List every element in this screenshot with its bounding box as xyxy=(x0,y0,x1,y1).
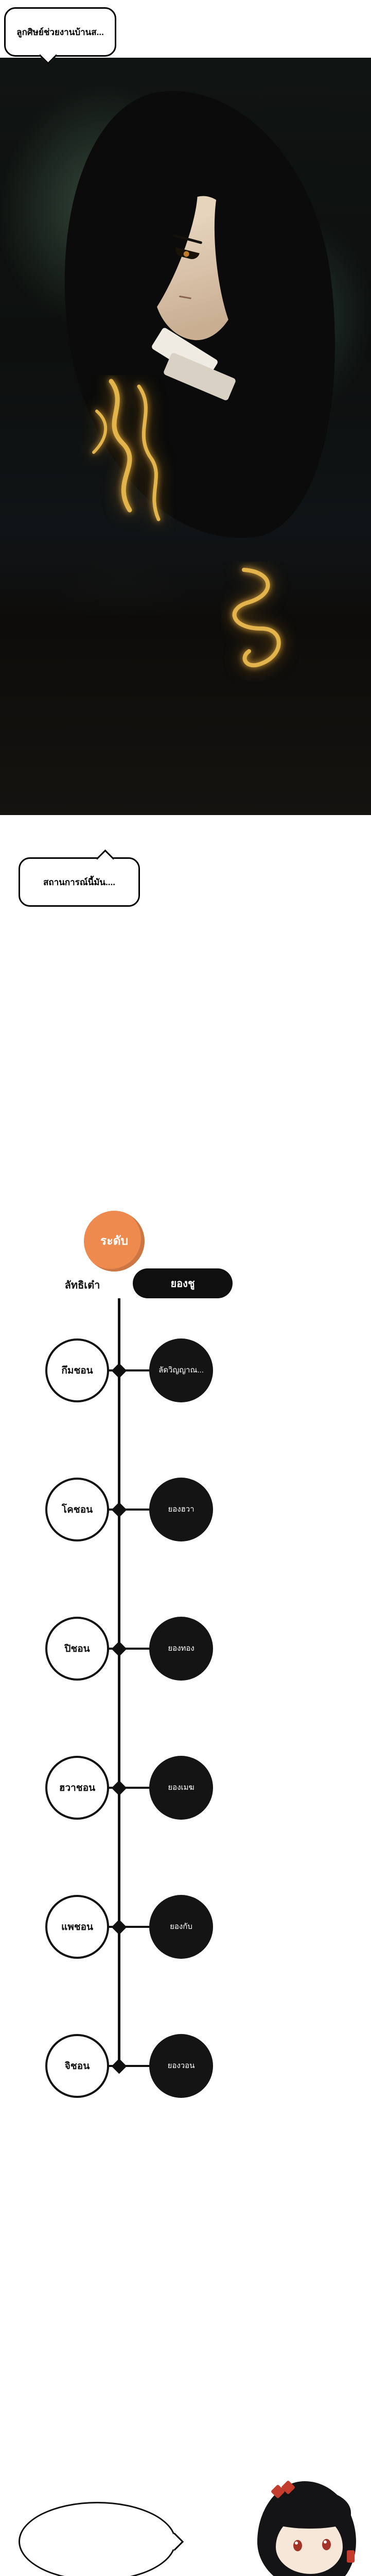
speech-bubble-top-text: ลูกศิษย์ช่วยงานบ้านส... xyxy=(16,27,104,37)
rank-circle-left: จิชอน xyxy=(45,2034,109,2098)
speech-bubble-situation: สถานการณ์นี้มัน.... xyxy=(19,849,140,907)
chibi-eye xyxy=(293,2540,302,2551)
chibi-eye xyxy=(322,2539,331,2550)
diagram-node xyxy=(111,2058,127,2074)
diagram-connector xyxy=(102,2065,157,2067)
diagram-spine-line xyxy=(118,1298,120,2072)
calligraphy-rune-right-icon xyxy=(232,568,281,668)
character-robe xyxy=(0,527,371,815)
diagram-left-header: ลัทธิเต๋า xyxy=(64,1280,100,1291)
diagram-right-header: ยองชู xyxy=(133,1268,233,1298)
rank-circle-right: ยองฮวา xyxy=(149,1478,213,1541)
calligraphy-rune-left-icon xyxy=(92,379,161,521)
rank-circle-right: ยองกับ xyxy=(149,1895,213,1959)
diagram-node xyxy=(111,1780,127,1796)
diagram-connector xyxy=(102,1648,157,1650)
rank-circle-right: ยองทอง xyxy=(149,1617,213,1681)
character-mouth xyxy=(179,295,191,299)
speech-bubble-top: ลูกศิษย์ช่วยงานบ้านส... xyxy=(4,7,116,65)
speech-bubble-tail xyxy=(96,849,115,868)
diagram-connector xyxy=(102,1509,157,1511)
rank-circle-left: กึมชอน xyxy=(45,1338,109,1402)
rank-circle-right: ลัดวิญญาณ... xyxy=(149,1338,213,1402)
diagram-connector xyxy=(102,1369,157,1371)
rank-circle-right: ยองวอน xyxy=(149,2034,213,2098)
speech-bubble-tail xyxy=(165,2532,184,2551)
chibi-bangs xyxy=(269,2490,351,2529)
eye-highlight xyxy=(295,2541,298,2545)
rank-circle-left: แพชอน xyxy=(45,1895,109,1959)
diagram-node xyxy=(111,1919,127,1935)
speech-bubble-empty xyxy=(19,2502,184,2576)
diagram-node xyxy=(111,1502,127,1518)
rank-circle-left: ฮวาชอน xyxy=(45,1756,109,1820)
chibi-character xyxy=(246,2477,365,2576)
diagram-node xyxy=(111,1363,127,1379)
diagram-connector xyxy=(102,1926,157,1928)
speech-bubble-situation-text: สถานการณ์นี้มัน.... xyxy=(43,877,115,887)
diagram-node xyxy=(111,1641,127,1657)
diagram-connector xyxy=(102,1787,157,1789)
comic-art-panel xyxy=(0,58,371,815)
eye-highlight xyxy=(324,2540,327,2544)
rank-circle-right: ยองเมฆ xyxy=(149,1756,213,1820)
level-badge: ระดับ xyxy=(84,1211,145,1272)
rank-circle-left: โคชอน xyxy=(45,1478,109,1541)
rank-circle-left: ปิชอน xyxy=(45,1617,109,1681)
red-hair-tie xyxy=(347,2550,355,2563)
